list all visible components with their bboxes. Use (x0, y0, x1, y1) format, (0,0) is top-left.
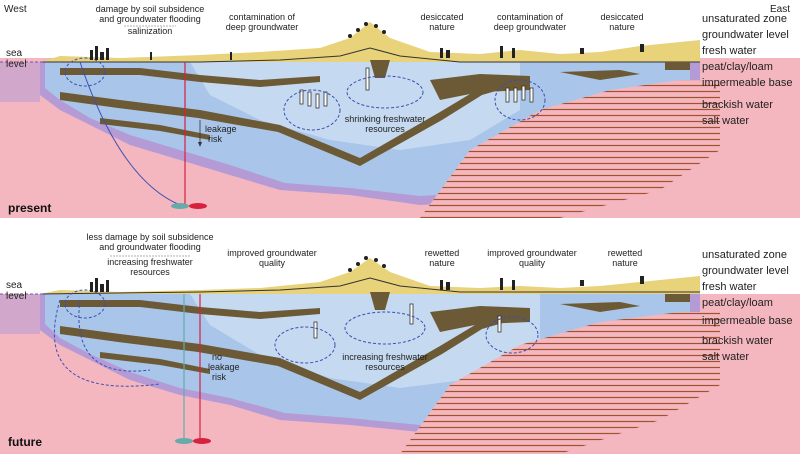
future-improved-1: improved groundwater (227, 248, 317, 258)
present-damage-1: damage by soil subsidence (96, 4, 205, 14)
legend-present-groundwater: groundwater level (702, 29, 789, 41)
future-improved-2: quality (259, 258, 286, 268)
future-increasing-1: increasing freshwater (342, 352, 428, 362)
future-wells (313, 303, 502, 339)
future-incr-1: increasing freshwater (107, 257, 193, 267)
legend-present-fresh: fresh water (702, 45, 757, 57)
future-increasing-2: resources (365, 362, 405, 372)
present-sea (0, 62, 40, 102)
future-sea (0, 294, 40, 334)
legend-future-brackish: brackish water (702, 335, 773, 347)
present-leakage-2: risk (208, 134, 222, 144)
legend-future-fresh: fresh water (702, 281, 757, 293)
future-less-2: and groundwater flooding (99, 242, 201, 252)
present-damage-2: and groundwater flooding (99, 14, 201, 24)
future-impermeable-base (400, 312, 720, 454)
present-peat-layers (60, 60, 690, 166)
future-probe (175, 294, 211, 444)
legend-present-peat: peat/clay/loam (702, 61, 773, 73)
legend-present-impermeable: impermeable base (702, 77, 793, 89)
legend-present-salt: salt water (702, 115, 749, 127)
future-labels: less damage by soil subsidence and groun… (6, 232, 642, 449)
present-shrinking-2: resources (365, 124, 405, 134)
future-legend: unsaturated zone groundwater level fresh… (702, 249, 793, 363)
present-desiccated-2: nature (429, 22, 455, 32)
future-less-1: less damage by soil subsidence (86, 232, 213, 242)
present-contam-2: deep groundwater (226, 22, 299, 32)
present-flow-ellipses (64, 57, 546, 131)
legend-present-unsaturated: unsaturated zone (702, 13, 787, 25)
east-label: East (770, 4, 790, 15)
present-surface-features (90, 22, 644, 60)
present-shrinking-1: shrinking freshwater (345, 114, 426, 124)
present-contam2-2: deep groundwater (494, 22, 567, 32)
future-panel-label: future (8, 435, 42, 449)
future-noleak-3: risk (212, 372, 226, 382)
future-groundwater-level (39, 277, 700, 295)
future-unsaturated-zone (40, 258, 700, 294)
legend-future-peat: peat/clay/loam (702, 297, 773, 309)
sea-label-2: level (6, 59, 27, 70)
present-legend: unsaturated zone groundwater level fresh… (702, 13, 793, 127)
legend-future-groundwater: groundwater level (702, 265, 789, 277)
legend-present-brackish: brackish water (702, 99, 773, 111)
present-desiccated2-2: nature (609, 22, 635, 32)
present-wells (299, 67, 534, 109)
west-label: West (4, 4, 27, 15)
legend-future-salt: salt water (702, 351, 749, 363)
present-salinization: salinization (128, 26, 173, 36)
present-desiccated-1: desiccated (420, 12, 463, 22)
present-impermeable-base (420, 80, 720, 218)
future-noleak-1: no (212, 352, 222, 362)
present-leakage-probe (79, 61, 207, 209)
present-leakage-1: leakage (205, 124, 237, 134)
future-noleak-2: leakage (208, 362, 240, 372)
sea-label-1: sea (6, 48, 23, 59)
future-peat-layers (60, 292, 690, 400)
legend-future-impermeable: impermeable base (702, 315, 793, 327)
present-labels: West East sea level damage by soil subsi… (4, 4, 790, 215)
future-sea-label-2: level (6, 291, 27, 302)
future-rewetted2-1: rewetted (608, 248, 643, 258)
future-rewetted-2: nature (429, 258, 455, 268)
future-rewetted2-2: nature (612, 258, 638, 268)
future-rewetted-1: rewetted (425, 248, 460, 258)
future-sea-label-1: sea (6, 280, 23, 291)
legend-future-unsaturated: unsaturated zone (702, 249, 787, 261)
present-panel-label: present (8, 201, 51, 215)
future-panel: less damage by soil subsidence and groun… (0, 232, 800, 454)
present-panel: West East sea level damage by soil subsi… (0, 4, 800, 218)
present-unsaturated-zone (40, 22, 700, 62)
present-contam2-1: contamination of (497, 12, 564, 22)
future-incr-2: resources (130, 267, 170, 277)
present-groundwater-level (40, 47, 700, 63)
present-desiccated2-1: desiccated (600, 12, 643, 22)
present-contam-1: contamination of (229, 12, 296, 22)
future-flow-ellipses (53, 289, 539, 387)
future-surface-features (90, 256, 644, 292)
future-improved2-2: quality (519, 258, 546, 268)
future-improved2-1: improved groundwater (487, 248, 577, 258)
